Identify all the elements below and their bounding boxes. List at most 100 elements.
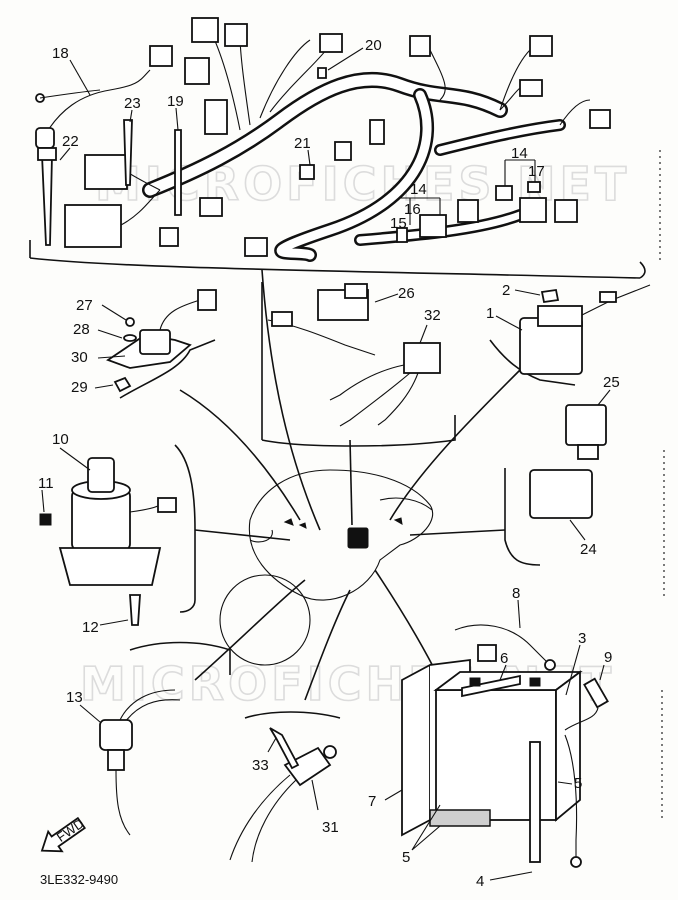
callout-28: 28	[73, 321, 90, 338]
leader-25	[597, 389, 611, 406]
part-12-bolt	[129, 594, 141, 626]
motorcycle-outline	[219, 469, 434, 666]
leader-to-bike-6	[194, 529, 291, 541]
part-26-bracket	[344, 283, 368, 299]
wire-top-9	[499, 87, 521, 111]
wire-top-8	[499, 49, 531, 111]
leader-12	[99, 619, 129, 626]
callout-23: 23	[124, 95, 141, 112]
fwd-label: FWD	[54, 816, 87, 845]
leader-to-bike-1	[179, 389, 301, 521]
relay-group: 26 32	[261, 282, 456, 447]
part-8-fuse	[477, 644, 497, 662]
wire-top-10	[559, 99, 591, 126]
part-23-clamp	[123, 119, 133, 186]
leader-to-bike-4	[389, 369, 521, 521]
wire-top-7	[429, 49, 446, 101]
callout-25: 25	[603, 374, 620, 391]
leader-13	[79, 704, 101, 723]
leader-11	[41, 489, 45, 513]
part-24-bracket	[504, 468, 541, 566]
connector-top-3	[184, 57, 210, 85]
connector-lower-5	[457, 199, 479, 223]
part-31-spring	[323, 745, 337, 759]
part-6-strap	[461, 674, 521, 698]
battery-terminal-pos	[529, 677, 541, 687]
wire-harness-group: 18 23 19 22 20 21 14 17 14 16 15	[29, 17, 646, 279]
callout-31: 31	[322, 819, 339, 836]
part-9-cap	[583, 677, 609, 709]
leader-2	[514, 289, 541, 296]
fwd-arrow-shape	[40, 816, 86, 853]
part-19-clamp	[174, 129, 182, 216]
battery-group: 8 3 6 9 5 7 5 4	[368, 585, 612, 890]
part-10-lead	[129, 504, 161, 513]
connector-top-7	[409, 35, 431, 57]
sensor-bracket-line	[119, 339, 216, 399]
part-18-boot	[35, 127, 55, 149]
part-1-terminal-block	[537, 305, 583, 327]
starter-bracket-line	[489, 339, 576, 386]
sensor-connector	[197, 289, 217, 311]
callout-33: 33	[252, 757, 269, 774]
part-13-wire-b	[124, 699, 181, 723]
figure-code: 3LE332-9490	[40, 872, 118, 887]
part-33-screw	[269, 727, 300, 770]
headlight-outline	[249, 529, 273, 543]
leader-24	[569, 519, 586, 541]
callout-15: 15	[390, 215, 407, 232]
leader-20	[327, 47, 364, 71]
callout-13: 13	[66, 689, 83, 706]
part-4-vent-tube	[529, 741, 541, 863]
part-18-lead	[44, 69, 151, 136]
harness-branch-loop-inner	[276, 90, 432, 260]
connector-17	[527, 181, 541, 193]
brake-switch-group: 33 31	[229, 711, 341, 863]
leader-10	[59, 447, 91, 471]
leader-to-bike-5	[409, 529, 506, 536]
part-7-cover	[401, 663, 431, 837]
connector-15	[396, 227, 408, 243]
callout-21: 21	[294, 135, 311, 152]
leader-to-bike-3	[349, 439, 353, 526]
part-9-terminal	[570, 856, 582, 868]
callout-27: 27	[76, 297, 93, 314]
harness-branch-upper-right-inner	[436, 121, 564, 154]
connector-top-1	[191, 17, 219, 43]
part-25-relay	[565, 404, 607, 446]
harness-wire-c	[259, 39, 311, 119]
leader-29	[94, 384, 114, 389]
part-24-unit	[529, 469, 593, 519]
neutral-bracket	[129, 641, 231, 675]
part-9-lead	[564, 734, 578, 860]
leader-22	[59, 147, 71, 161]
connector-top-8	[529, 35, 553, 57]
part-29-nut	[113, 376, 132, 393]
part-27-screw	[125, 317, 135, 327]
leader-8	[517, 599, 521, 629]
brake-bracket	[244, 711, 341, 719]
callout-14-right: 14	[511, 145, 528, 162]
connector-lower-7	[554, 199, 578, 223]
part-31-lead-a	[229, 774, 291, 861]
leader-30	[97, 355, 126, 359]
connector-top-10	[589, 109, 611, 129]
callout-2: 2	[502, 282, 510, 299]
part-32-wire-a	[329, 364, 405, 401]
leader-to-bike-8	[304, 589, 351, 701]
connector-mid-2	[369, 119, 385, 145]
leader-1	[495, 315, 523, 331]
part-28-washer	[123, 334, 137, 342]
main-switch-bracket	[174, 444, 196, 613]
part-10-base	[58, 547, 162, 586]
harness-wire-b	[239, 34, 251, 126]
part-22-head	[37, 147, 57, 161]
neutral-switch-group: 13	[66, 641, 231, 836]
starter-relay-group: 2 1 25 24	[486, 282, 651, 566]
leader-4	[489, 871, 533, 881]
leader-21	[307, 149, 311, 166]
part-32-relay	[403, 342, 441, 374]
part-32-wire-c	[377, 372, 419, 426]
leader-18	[69, 59, 91, 96]
